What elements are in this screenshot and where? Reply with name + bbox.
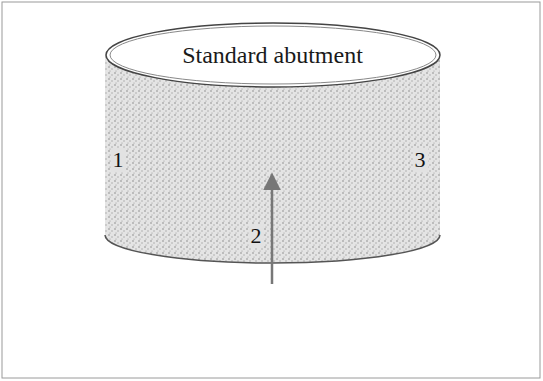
callout-number: 3 <box>413 148 428 172</box>
top-rim <box>110 26 436 84</box>
abutment-top: Standard abutment <box>105 22 441 88</box>
part-name: Standard abutment <box>176 42 369 69</box>
top-face <box>106 23 440 87</box>
callout-number: 2 <box>249 224 264 248</box>
pointer-arrow <box>271 176 274 284</box>
callout-number: 1 <box>111 148 126 172</box>
frame <box>2 2 540 378</box>
